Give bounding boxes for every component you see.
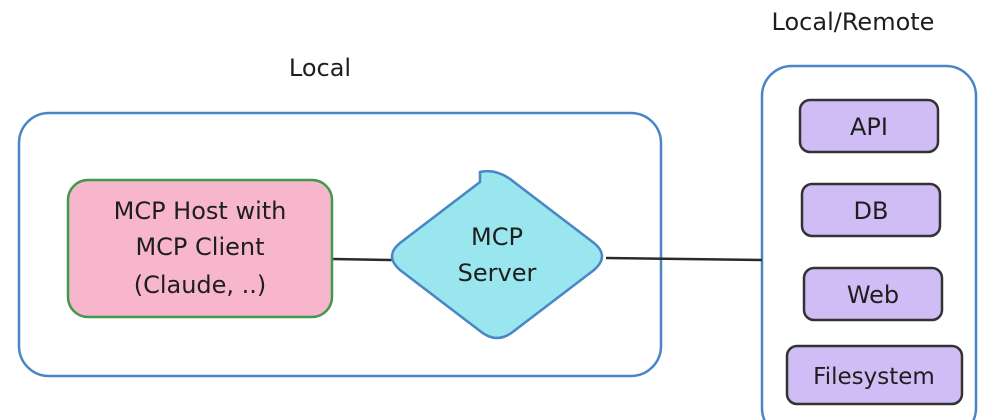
resource-db-label: DB	[854, 197, 889, 225]
local-container	[17, 111, 663, 378]
resource-filesystem-box	[785, 344, 964, 406]
local-remote-container	[760, 64, 978, 420]
local-label: Local	[289, 54, 351, 82]
resource-filesystem: Filesystem	[785, 344, 964, 406]
mcp-host-node: MCP Host with MCP Client (Claude, ..)	[66, 178, 334, 319]
resource-api: API	[798, 98, 940, 154]
host-server-connector	[332, 257, 393, 262]
resource-db: DB	[800, 182, 942, 238]
resource-api-label: API	[850, 113, 888, 141]
mcp-server-label-line-2: Server	[458, 259, 537, 287]
mcp-host-label-line-1: MCP Host with	[114, 197, 287, 225]
mcp-server-node: MCP Server	[390, 169, 604, 340]
resource-web: Web	[802, 266, 944, 322]
mcp-host-label-line-3: (Claude, ..)	[134, 271, 267, 299]
resource-web-label: Web	[847, 281, 899, 309]
mcp-host-box	[66, 178, 334, 319]
mcp-server-label-line-1: MCP	[471, 223, 523, 251]
mcp-host-label-line-2: MCP Client	[135, 233, 264, 261]
resource-filesystem-label: Filesystem	[813, 364, 935, 390]
server-resources-connector	[605, 256, 763, 262]
resource-api-box	[798, 98, 940, 154]
resource-db-box	[800, 182, 942, 238]
resource-web-box	[802, 266, 944, 322]
mcp-server-diamond	[390, 169, 604, 340]
local-remote-label: Local/Remote	[772, 8, 935, 36]
